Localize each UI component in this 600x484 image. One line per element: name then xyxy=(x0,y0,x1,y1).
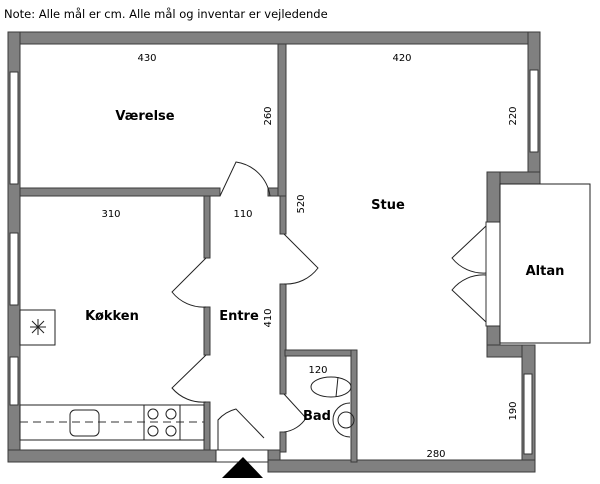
room-kokken: Køkken xyxy=(85,309,139,324)
dim-stue-right-upper: 220 xyxy=(508,106,519,125)
walls xyxy=(7,31,541,473)
toilet-icon xyxy=(310,376,352,398)
room-stue: Stue xyxy=(371,198,405,213)
dim-entre-depth: 410 xyxy=(263,308,274,327)
bath-fixtures xyxy=(310,376,355,438)
washbasin-icon xyxy=(332,402,351,438)
doors xyxy=(171,161,487,450)
room-vaerelse: Værelse xyxy=(115,109,174,124)
dimension-labels: 430 420 260 220 310 110 520 410 120 190 … xyxy=(101,53,519,460)
dim-stue-width-bottom: 280 xyxy=(426,449,445,460)
balcony xyxy=(499,183,591,344)
dim-kokken-width: 310 xyxy=(101,209,120,220)
kitchen-fixtures xyxy=(19,309,205,441)
room-bad: Bad xyxy=(303,409,331,424)
entrance-arrow-icon xyxy=(222,457,263,478)
note-text: Note: Alle mål er cm. Alle mål og invent… xyxy=(4,7,328,21)
room-altan: Altan xyxy=(526,264,565,279)
dim-stue-right-lower: 190 xyxy=(508,401,519,420)
stove-icon xyxy=(143,404,181,441)
dim-stue-width-top: 420 xyxy=(392,53,411,64)
dim-vaerelse-width: 430 xyxy=(137,53,156,64)
room-labels: Værelse Stue Altan Køkken Entre Bad xyxy=(85,109,564,424)
dim-bad-width: 120 xyxy=(308,365,327,376)
dim-vaerelse-depth: 260 xyxy=(263,106,274,125)
room-entre: Entre xyxy=(219,309,259,324)
windows xyxy=(9,69,539,463)
dim-entre-width: 110 xyxy=(233,209,252,220)
dim-stue-left: 520 xyxy=(296,194,307,213)
exhaust-icon xyxy=(19,309,56,346)
sink-icon xyxy=(69,409,100,437)
